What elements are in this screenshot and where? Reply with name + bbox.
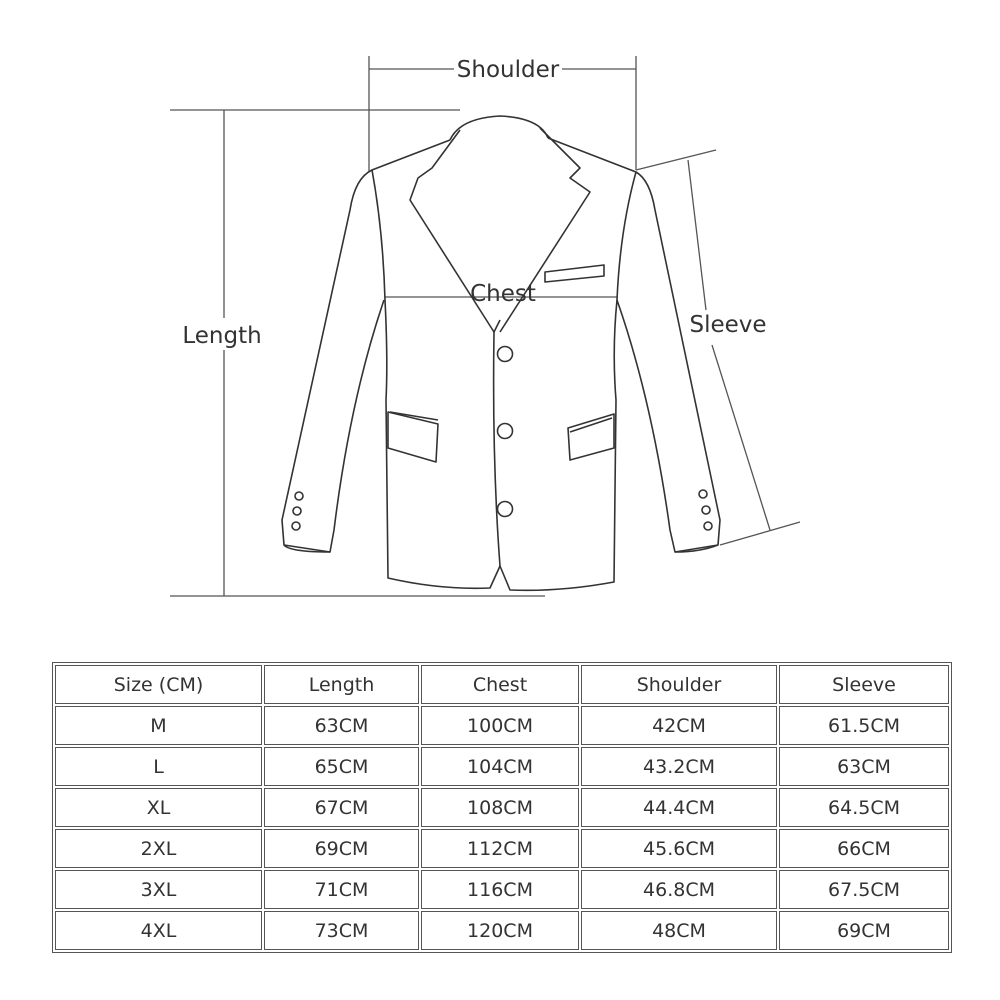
chest-cell: 108CM (421, 788, 579, 827)
shoulder-label: Shoulder (457, 57, 560, 83)
front-button-middle (496, 422, 514, 440)
length-cell: 71CM (264, 870, 419, 909)
front-button-bottom (496, 500, 514, 518)
shoulder-cell: 48CM (581, 911, 777, 950)
jacket-buttons (291, 345, 713, 531)
sleeve-cell: 66CM (779, 829, 949, 868)
size-cell: 2XL (55, 829, 262, 868)
header-size: Size (CM) (55, 665, 262, 704)
header-shoulder: Shoulder (581, 665, 777, 704)
size-cell: 3XL (55, 870, 262, 909)
right-cuff-button (698, 489, 708, 499)
length-cell: 73CM (264, 911, 419, 950)
shoulder-cell: 43.2CM (581, 747, 777, 786)
table-row: 2XL 69CM 112CM 45.6CM 66CM (55, 829, 949, 868)
chest-cell: 100CM (421, 706, 579, 745)
shoulder-cell: 44.4CM (581, 788, 777, 827)
length-cell: 65CM (264, 747, 419, 786)
left-cuff-button (294, 491, 304, 501)
chest-cell: 116CM (421, 870, 579, 909)
chest-cell: 104CM (421, 747, 579, 786)
length-cell: 67CM (264, 788, 419, 827)
sleeve-cell: 63CM (779, 747, 949, 786)
sleeve-label: Sleeve (689, 312, 766, 338)
left-cuff-button (292, 506, 302, 516)
table-row: M 63CM 100CM 42CM 61.5CM (55, 706, 949, 745)
table-header-row: Size (CM) Length Chest Shoulder Sleeve (55, 665, 949, 704)
size-chart-table: Size (CM) Length Chest Shoulder Sleeve M… (52, 662, 952, 953)
left-cuff-button (291, 521, 301, 531)
chest-label: Chest (470, 281, 536, 307)
size-cell: XL (55, 788, 262, 827)
chest-cell: 120CM (421, 911, 579, 950)
length-cell: 63CM (264, 706, 419, 745)
header-sleeve: Sleeve (779, 665, 949, 704)
sleeve-cell: 69CM (779, 911, 949, 950)
size-cell: 4XL (55, 911, 262, 950)
front-button-top (496, 345, 514, 363)
header-chest: Chest (421, 665, 579, 704)
jacket-measurement-diagram: Shoulder Length Chest Sleeve (170, 54, 801, 597)
sleeve-cell: 64.5CM (779, 788, 949, 827)
shoulder-cell: 42CM (581, 706, 777, 745)
table-row: L 65CM 104CM 43.2CM 63CM (55, 747, 949, 786)
sleeve-cell: 61.5CM (779, 706, 949, 745)
shoulder-cell: 46.8CM (581, 870, 777, 909)
table-row: XL 67CM 108CM 44.4CM 64.5CM (55, 788, 949, 827)
chest-cell: 112CM (421, 829, 579, 868)
length-label: Length (182, 323, 261, 349)
shoulder-cell: 45.6CM (581, 829, 777, 868)
size-cell: M (55, 706, 262, 745)
header-length: Length (264, 665, 419, 704)
length-cell: 69CM (264, 829, 419, 868)
right-cuff-button (701, 505, 711, 515)
jacket-outline (281, 115, 721, 592)
sleeve-cell: 67.5CM (779, 870, 949, 909)
table-row: 4XL 73CM 120CM 48CM 69CM (55, 911, 949, 950)
table-row: 3XL 71CM 116CM 46.8CM 67.5CM (55, 870, 949, 909)
measurement-lines (170, 56, 801, 597)
size-cell: L (55, 747, 262, 786)
right-cuff-button (703, 521, 713, 531)
